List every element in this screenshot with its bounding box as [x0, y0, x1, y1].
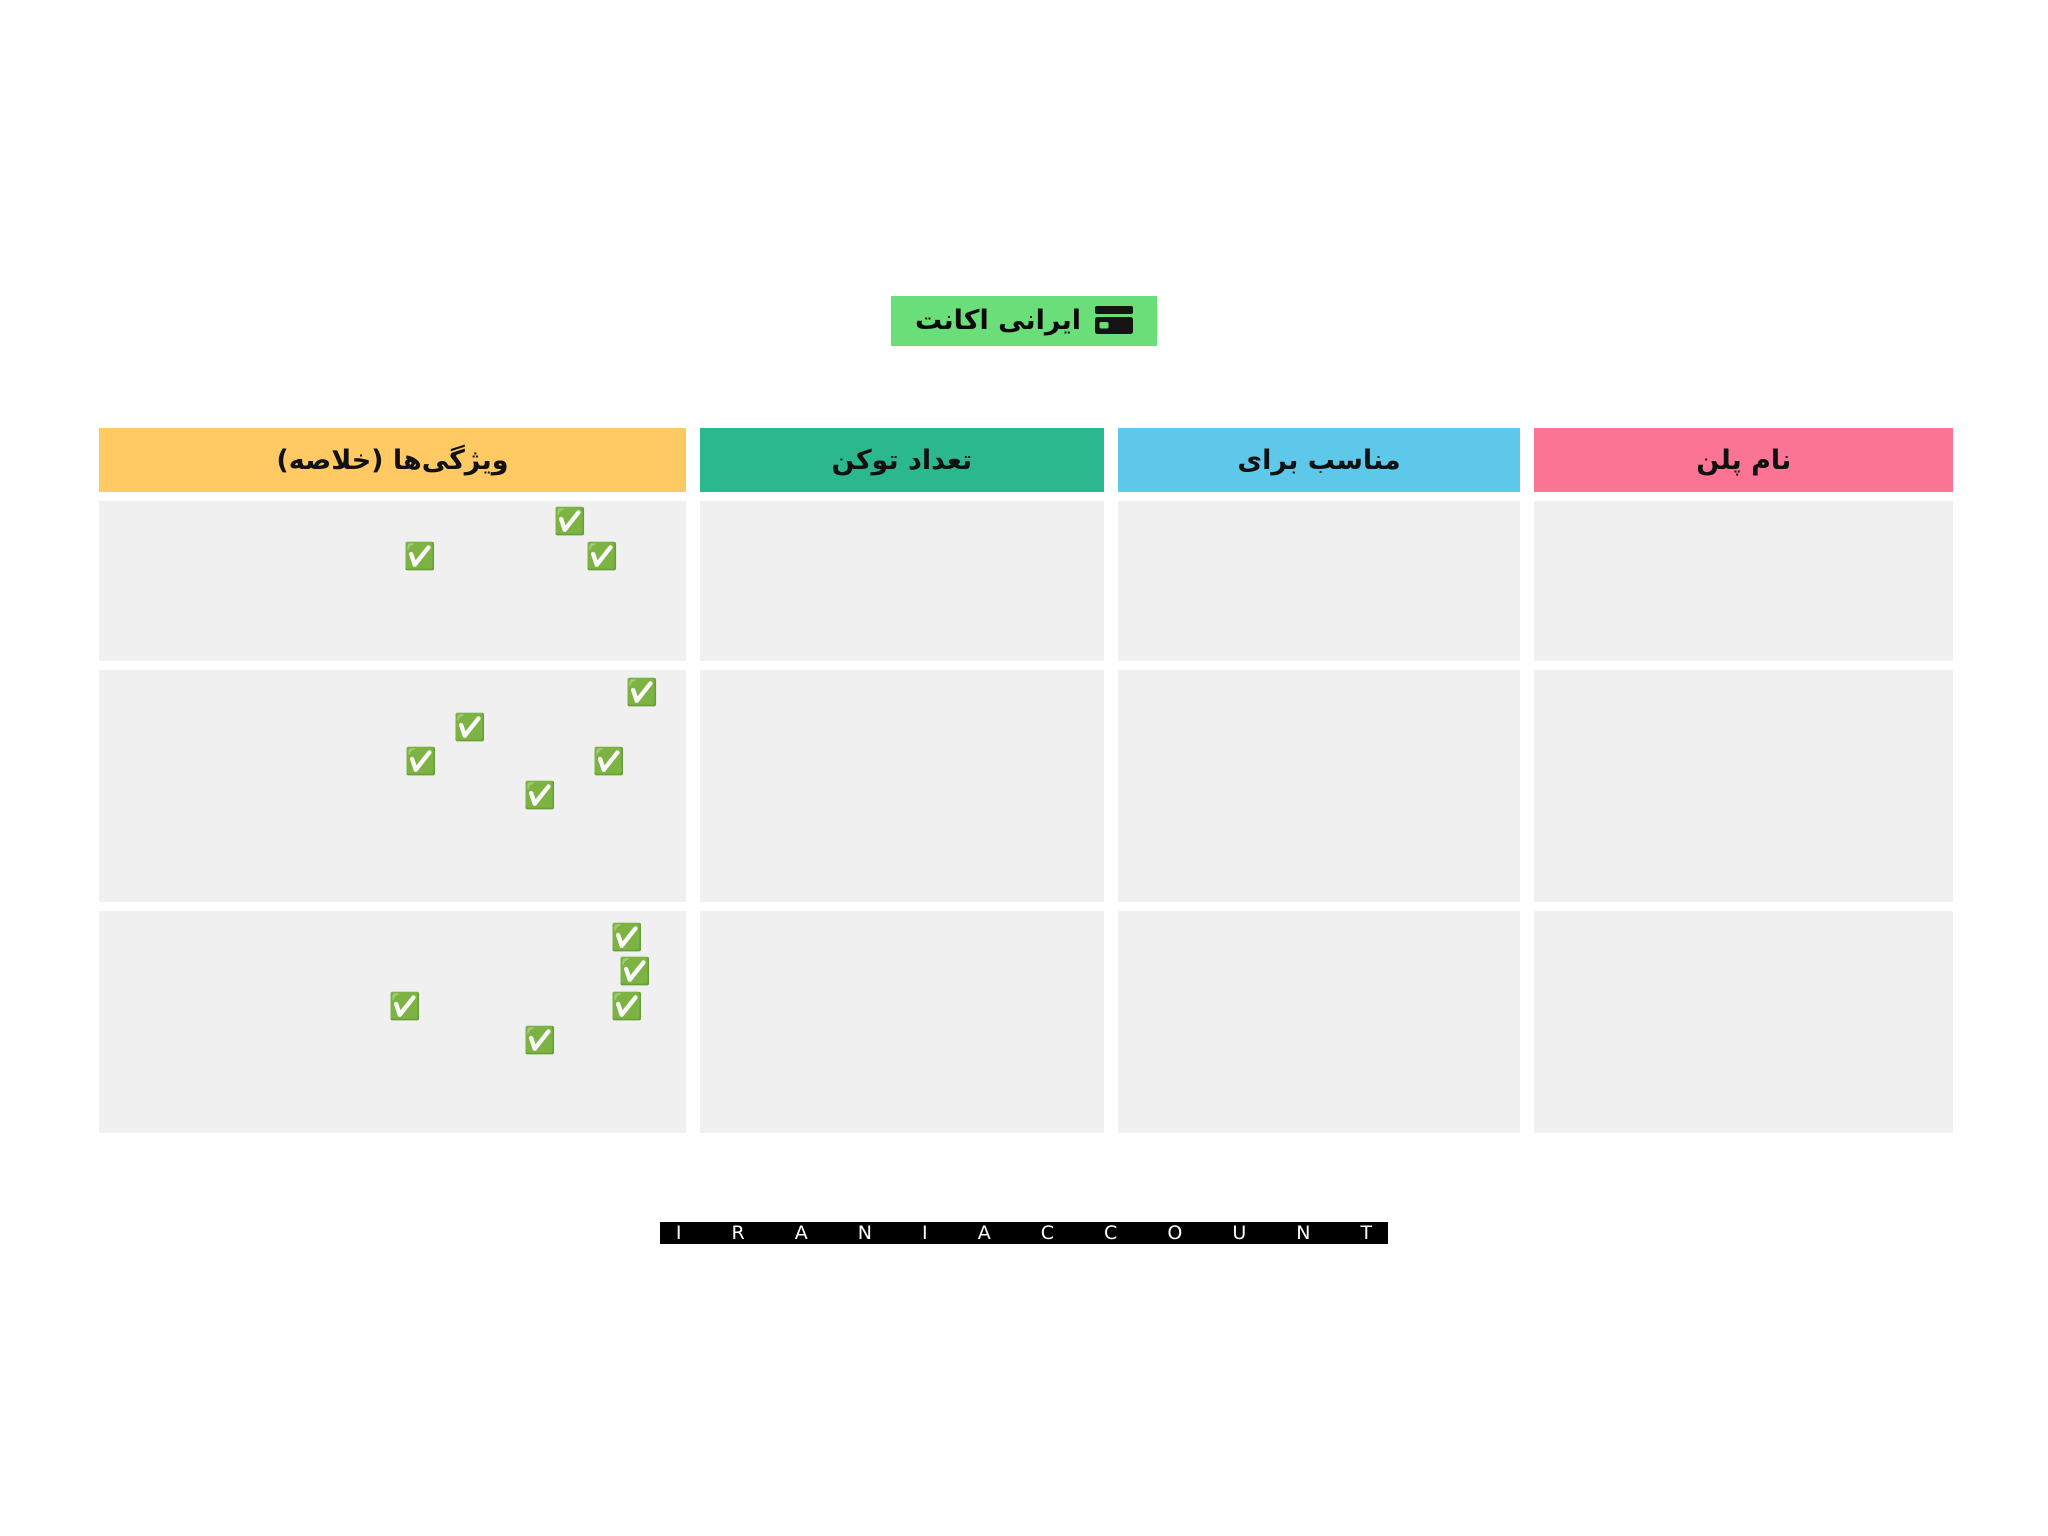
footer-banner-container: I R A N I A C C O U N T	[0, 1222, 2048, 1244]
check-icon: ✅	[553, 507, 586, 537]
cell-suitable-for	[1117, 670, 1521, 902]
check-icon: ✅	[523, 781, 556, 811]
check-icon: ✅	[585, 542, 618, 572]
credit-card-icon	[1095, 306, 1134, 334]
cell-plan-name	[1534, 670, 1953, 902]
brand-badge[interactable]: ایرانی اکانت	[890, 296, 1158, 346]
check-icon: ✅	[523, 1026, 556, 1056]
cell-suitable-for	[1117, 911, 1521, 1133]
table-row: ✅ ✅ ✅ ✅ ✅	[98, 911, 1953, 1133]
cell-plan-name	[1534, 501, 1953, 661]
check-icon: ✅	[388, 992, 421, 1022]
cell-token-count	[699, 670, 1104, 902]
check-icon: ✅	[404, 747, 437, 777]
table-row: ✅ ✅ ✅ ✅ ✅	[98, 670, 1953, 902]
column-header-suitable-for: مناسب برای	[1117, 428, 1521, 492]
check-icon: ✅	[625, 678, 658, 708]
cell-token-count	[699, 911, 1104, 1133]
check-icon: ✅	[610, 923, 643, 953]
check-icon: ✅	[592, 747, 625, 777]
table-row: ✅ ✅ ✅	[98, 501, 1953, 661]
column-header-features: ویژگی‌ها (خلاصه)	[98, 428, 686, 492]
cell-features: ✅ ✅ ✅	[98, 501, 686, 661]
footer-banner-text: I R A N I A C C O U N T	[660, 1222, 1388, 1244]
cell-features: ✅ ✅ ✅ ✅ ✅	[98, 670, 686, 902]
badge-label: ایرانی اکانت	[914, 304, 1082, 336]
cell-plan-name	[1534, 911, 1953, 1133]
badge-container: ایرانی اکانت	[0, 296, 2048, 346]
column-header-token-count: تعداد توکن	[699, 428, 1104, 492]
check-icon: ✅	[610, 992, 643, 1022]
check-icon: ✅	[453, 713, 486, 743]
check-icon: ✅	[403, 542, 436, 572]
check-icon: ✅	[618, 957, 651, 987]
cell-suitable-for	[1117, 501, 1521, 661]
cell-token-count	[699, 501, 1104, 661]
plan-comparison-table: نام پلن مناسب برای تعداد توکن ویژگی‌ها (…	[98, 428, 1953, 1133]
table-header-row: نام پلن مناسب برای تعداد توکن ویژگی‌ها (…	[98, 428, 1953, 492]
column-header-plan-name: نام پلن	[1534, 428, 1953, 492]
cell-features: ✅ ✅ ✅ ✅ ✅	[98, 911, 686, 1133]
